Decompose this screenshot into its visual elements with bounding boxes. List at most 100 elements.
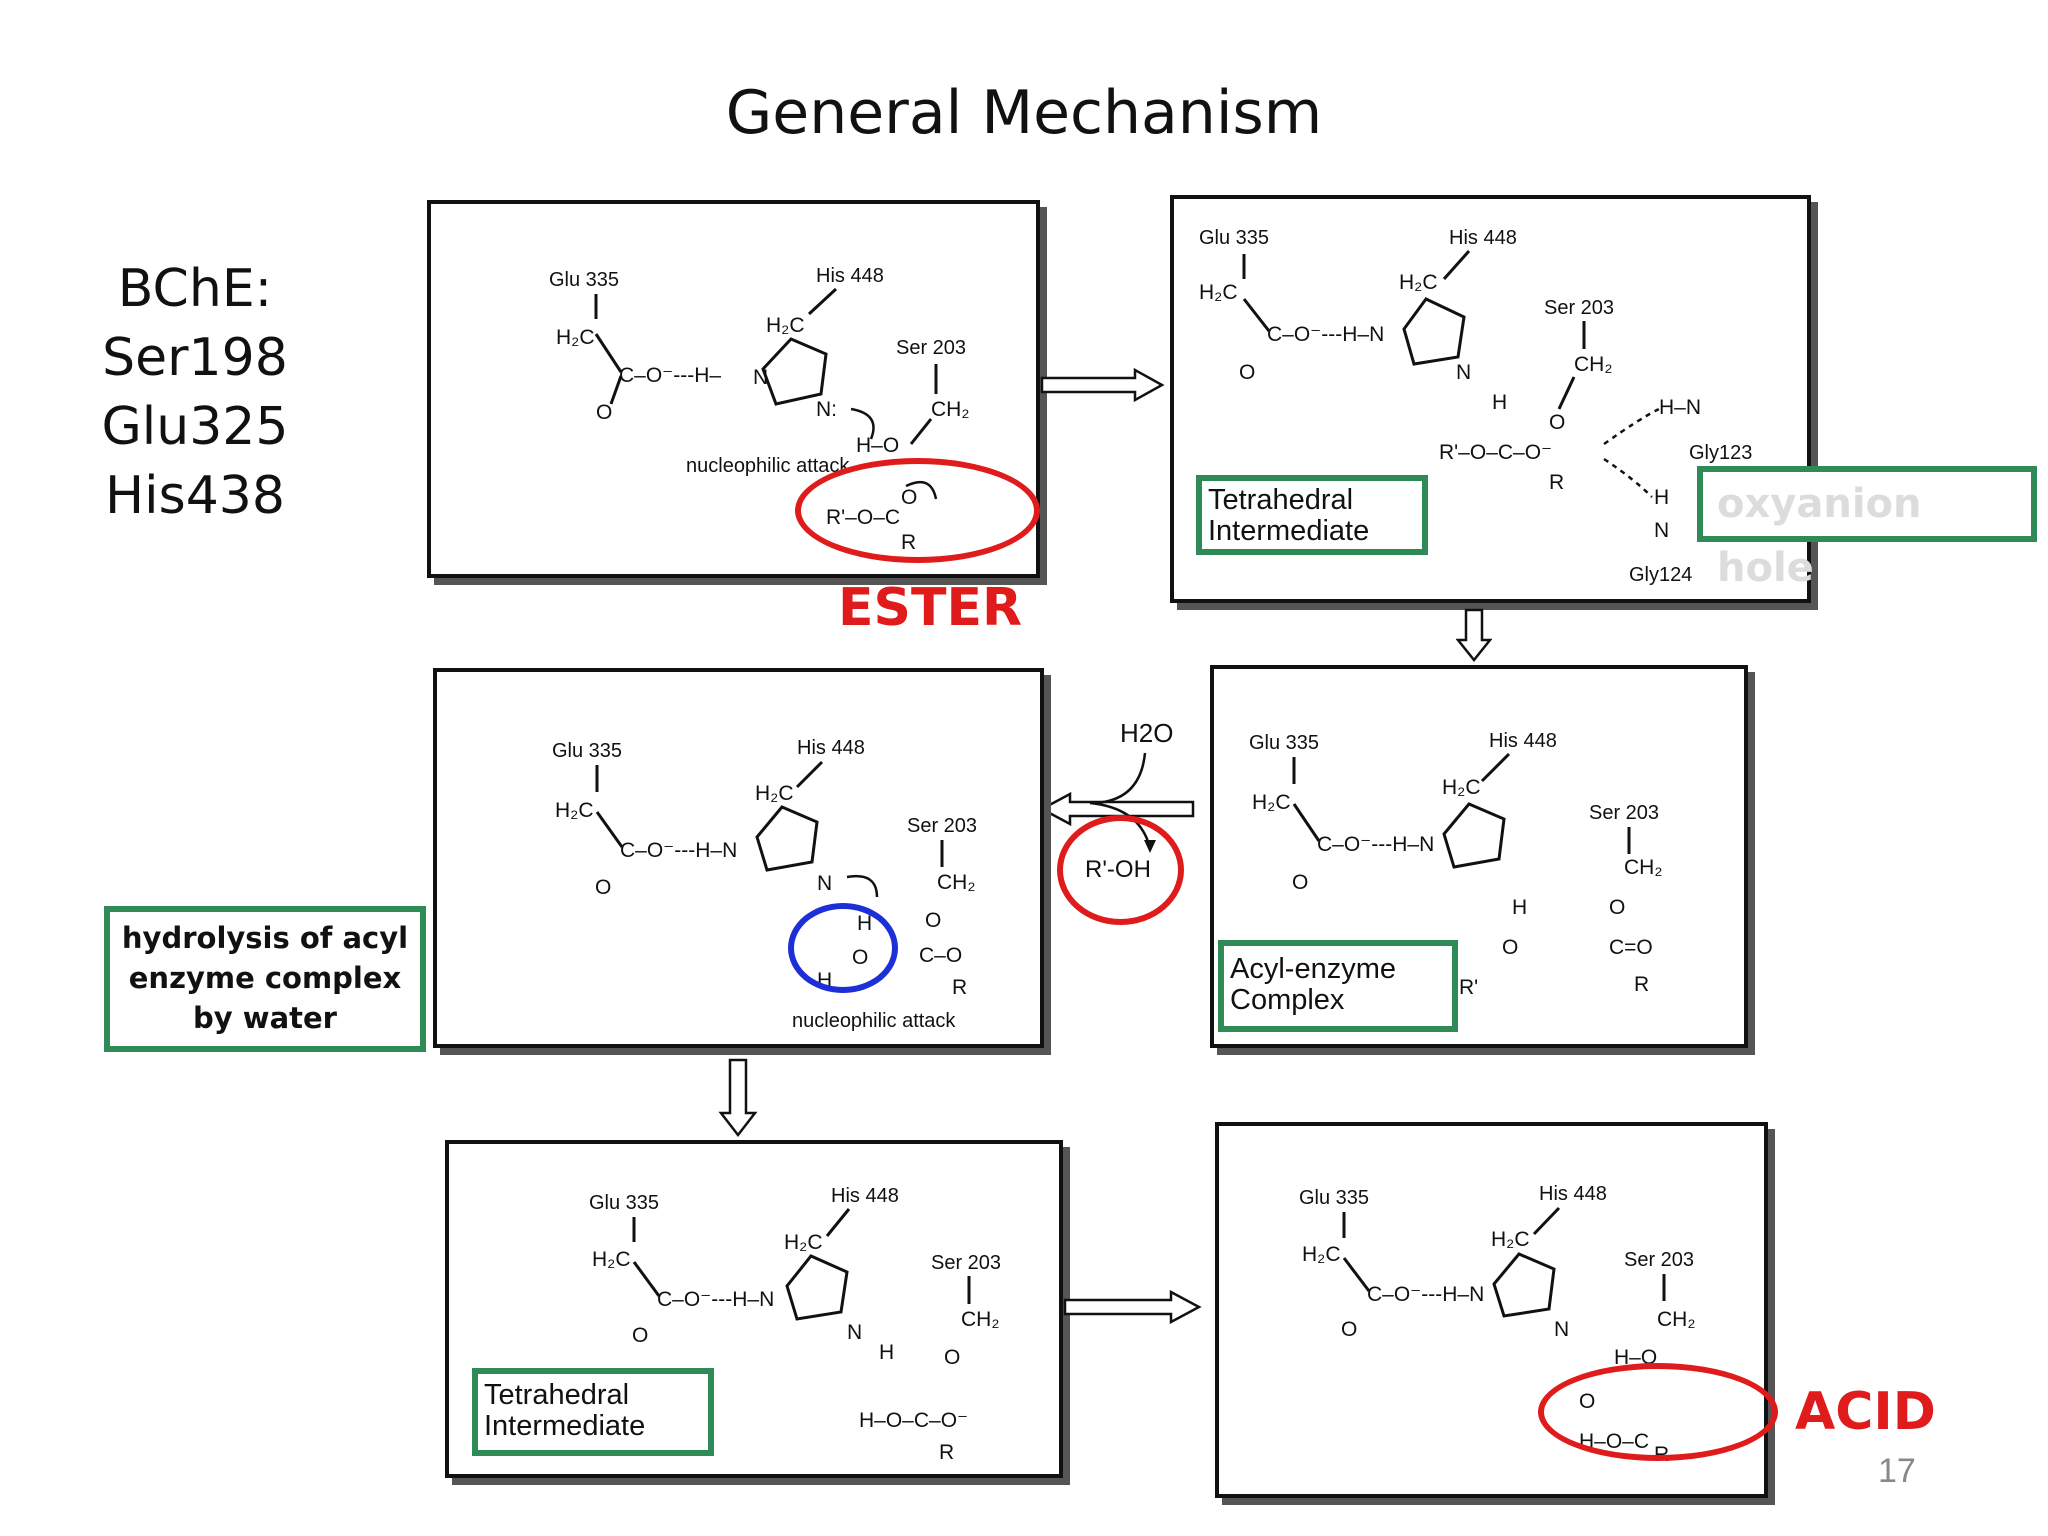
his-residue: His 448 H₂C N N:	[753, 265, 884, 421]
panel-ester-binding: Glu 335 H₂C C–O⁻---H– O His 448 H₂C N N:…	[427, 200, 1040, 578]
svg-text:H₂C: H₂C	[766, 314, 804, 337]
mechanism-drawing: Glu 335 H₂C C–O⁻---H–N O His 448 H₂C N H…	[1199, 227, 1752, 586]
ser-label: Ser 203	[1624, 1249, 1694, 1271]
svg-text:H₂C: H₂C	[755, 782, 793, 805]
svg-text:CH₂: CH₂	[1624, 856, 1662, 879]
svg-text:H₂C: H₂C	[1491, 1228, 1529, 1251]
mechanism-drawing: Glu 335 H₂C C–O⁻---H–N O His 448 H₂C N H…	[589, 1185, 1001, 1464]
svg-text:CH₂: CH₂	[937, 871, 975, 894]
glu-label: Glu 335	[1199, 227, 1269, 249]
panel-tetrahedral-2: Glu 335 H₂C C–O⁻---H–N O His 448 H₂C N H…	[445, 1140, 1063, 1478]
ser-label: Ser 203	[896, 337, 966, 359]
svg-text:H₂C: H₂C	[1399, 271, 1437, 294]
svg-text:H–N: H–N	[1659, 396, 1701, 419]
ser-label: Ser 203	[1544, 297, 1614, 319]
svg-text:R'–O–C–O⁻: R'–O–C–O⁻	[1439, 441, 1552, 464]
svg-text:H₂C: H₂C	[1302, 1243, 1340, 1266]
svg-text:H₂C: H₂C	[1442, 776, 1480, 799]
glu-residue: Glu 335 H₂C C–O⁻---H– O	[549, 269, 721, 424]
svg-text:O: O	[1239, 361, 1255, 384]
hydrolysis-line1: hydrolysis of acyl	[121, 921, 409, 955]
svg-text:R: R	[1634, 973, 1649, 996]
svg-text:N: N	[753, 366, 768, 389]
ester-highlight-ring	[795, 458, 1040, 563]
ser-label: Ser 203	[931, 1252, 1001, 1274]
tetrahedral-line2: Intermediate	[484, 1410, 646, 1442]
acid-highlight-ring	[1538, 1363, 1778, 1461]
oxyanion-hole-label: oxyanion hole	[1697, 466, 2037, 591]
hydrolysis-label: hydrolysis of acyl enzyme complex by wat…	[104, 906, 426, 1052]
svg-text:C–O: C–O	[919, 944, 962, 967]
svg-text:C–O⁻---H–N: C–O⁻---H–N	[620, 839, 737, 862]
svg-text:O: O	[596, 401, 612, 424]
svg-text:C–O⁻---H–N: C–O⁻---H–N	[1367, 1283, 1484, 1306]
enzyme-label: BChE:	[117, 259, 273, 319]
acyl-enzyme-complex-label: Acyl-enzyme Complex	[1218, 940, 1458, 1032]
svg-text:N: N	[1654, 519, 1669, 542]
tetrahedral-intermediate-label-bottom: Tetrahedral Intermediate	[472, 1368, 714, 1456]
tetrahedral-line1: Tetrahedral	[484, 1379, 630, 1411]
arrow-right-bottom	[1063, 1290, 1202, 1324]
tetrahedral-line2: Intermediate	[1208, 515, 1370, 547]
alcohol-highlight-ring	[1057, 815, 1184, 925]
his-label: His 448	[816, 265, 884, 287]
svg-text:O: O	[1609, 896, 1625, 919]
nucleophilic-attack-label: nucleophilic attack	[792, 1010, 956, 1032]
svg-text:O: O	[944, 1346, 960, 1369]
glu-label: Glu 335	[1249, 732, 1319, 754]
arrow-down-right	[1456, 608, 1492, 663]
slide-title: General Mechanism	[725, 78, 1323, 148]
svg-text:H–O: H–O	[856, 434, 899, 457]
svg-text:H₂C: H₂C	[556, 326, 594, 349]
tetrahedral-intermediate-label-top: Tetrahedral Intermediate	[1196, 475, 1428, 555]
mechanism-drawing: Glu 335 H₂C C–O⁻---H–N O His 448 H₂C N S…	[552, 737, 977, 1032]
hydrolysis-line2: enzyme complex	[128, 961, 402, 995]
gly124-label: Gly124	[1629, 564, 1692, 586]
tetrahedral-line1: Tetrahedral	[1208, 484, 1354, 516]
svg-text:O: O	[925, 909, 941, 932]
acid-label: ACID	[1795, 1382, 1936, 1442]
svg-text:R: R	[952, 976, 967, 999]
ser-label: Ser 203	[1589, 802, 1659, 824]
gly123-label: Gly123	[1689, 442, 1752, 464]
residue-his: His438	[105, 466, 285, 526]
glu-label: Glu 335	[589, 1192, 659, 1214]
residue-glu: Glu325	[101, 397, 289, 457]
glu-label: Glu 335	[549, 269, 619, 291]
svg-text:H–O–C–O⁻: H–O–C–O⁻	[859, 1409, 968, 1432]
svg-text:R': R'	[1459, 976, 1478, 999]
svg-text:N: N	[1456, 361, 1471, 384]
svg-text:H: H	[1512, 896, 1527, 919]
his-label: His 448	[1539, 1183, 1607, 1205]
his-label: His 448	[797, 737, 865, 759]
acyl-line2: Complex	[1230, 984, 1345, 1016]
ser-residue: Ser 203 CH₂ H–O	[850, 337, 969, 457]
svg-text:O: O	[1292, 871, 1308, 894]
svg-text:H: H	[879, 1341, 894, 1364]
svg-text:C–O⁻---H–: C–O⁻---H–	[619, 364, 721, 387]
acyl-line1: Acyl-enzyme	[1230, 953, 1396, 985]
svg-text:N: N	[1554, 1318, 1569, 1341]
svg-text:H₂C: H₂C	[555, 799, 593, 822]
svg-text:O: O	[1502, 936, 1518, 959]
svg-text:O: O	[1341, 1318, 1357, 1341]
glu-label: Glu 335	[1299, 1187, 1369, 1209]
svg-text:C–O⁻---H–N: C–O⁻---H–N	[1317, 833, 1434, 856]
svg-text:CH₂: CH₂	[1657, 1308, 1695, 1331]
oxyanion-hole-text: oxyanion hole	[1717, 481, 1922, 591]
svg-text:O: O	[632, 1324, 648, 1347]
svg-text:H: H	[1654, 486, 1669, 509]
svg-text:H₂C: H₂C	[1199, 281, 1237, 304]
svg-text:N:: N:	[816, 398, 837, 421]
svg-text:CH₂: CH₂	[1574, 353, 1612, 376]
his-label: His 448	[1489, 730, 1557, 752]
svg-text:CH₂: CH₂	[961, 1308, 999, 1331]
water-highlight-ring	[788, 903, 898, 993]
arrow-right-top	[1040, 368, 1165, 402]
hydrolysis-line3: by water	[193, 1001, 337, 1035]
his-label: His 448	[831, 1185, 899, 1207]
svg-text:R: R	[1549, 471, 1564, 494]
svg-text:CH₂: CH₂	[931, 398, 969, 421]
page-number: 17	[1878, 1452, 1916, 1490]
svg-text:C=O: C=O	[1609, 936, 1653, 959]
